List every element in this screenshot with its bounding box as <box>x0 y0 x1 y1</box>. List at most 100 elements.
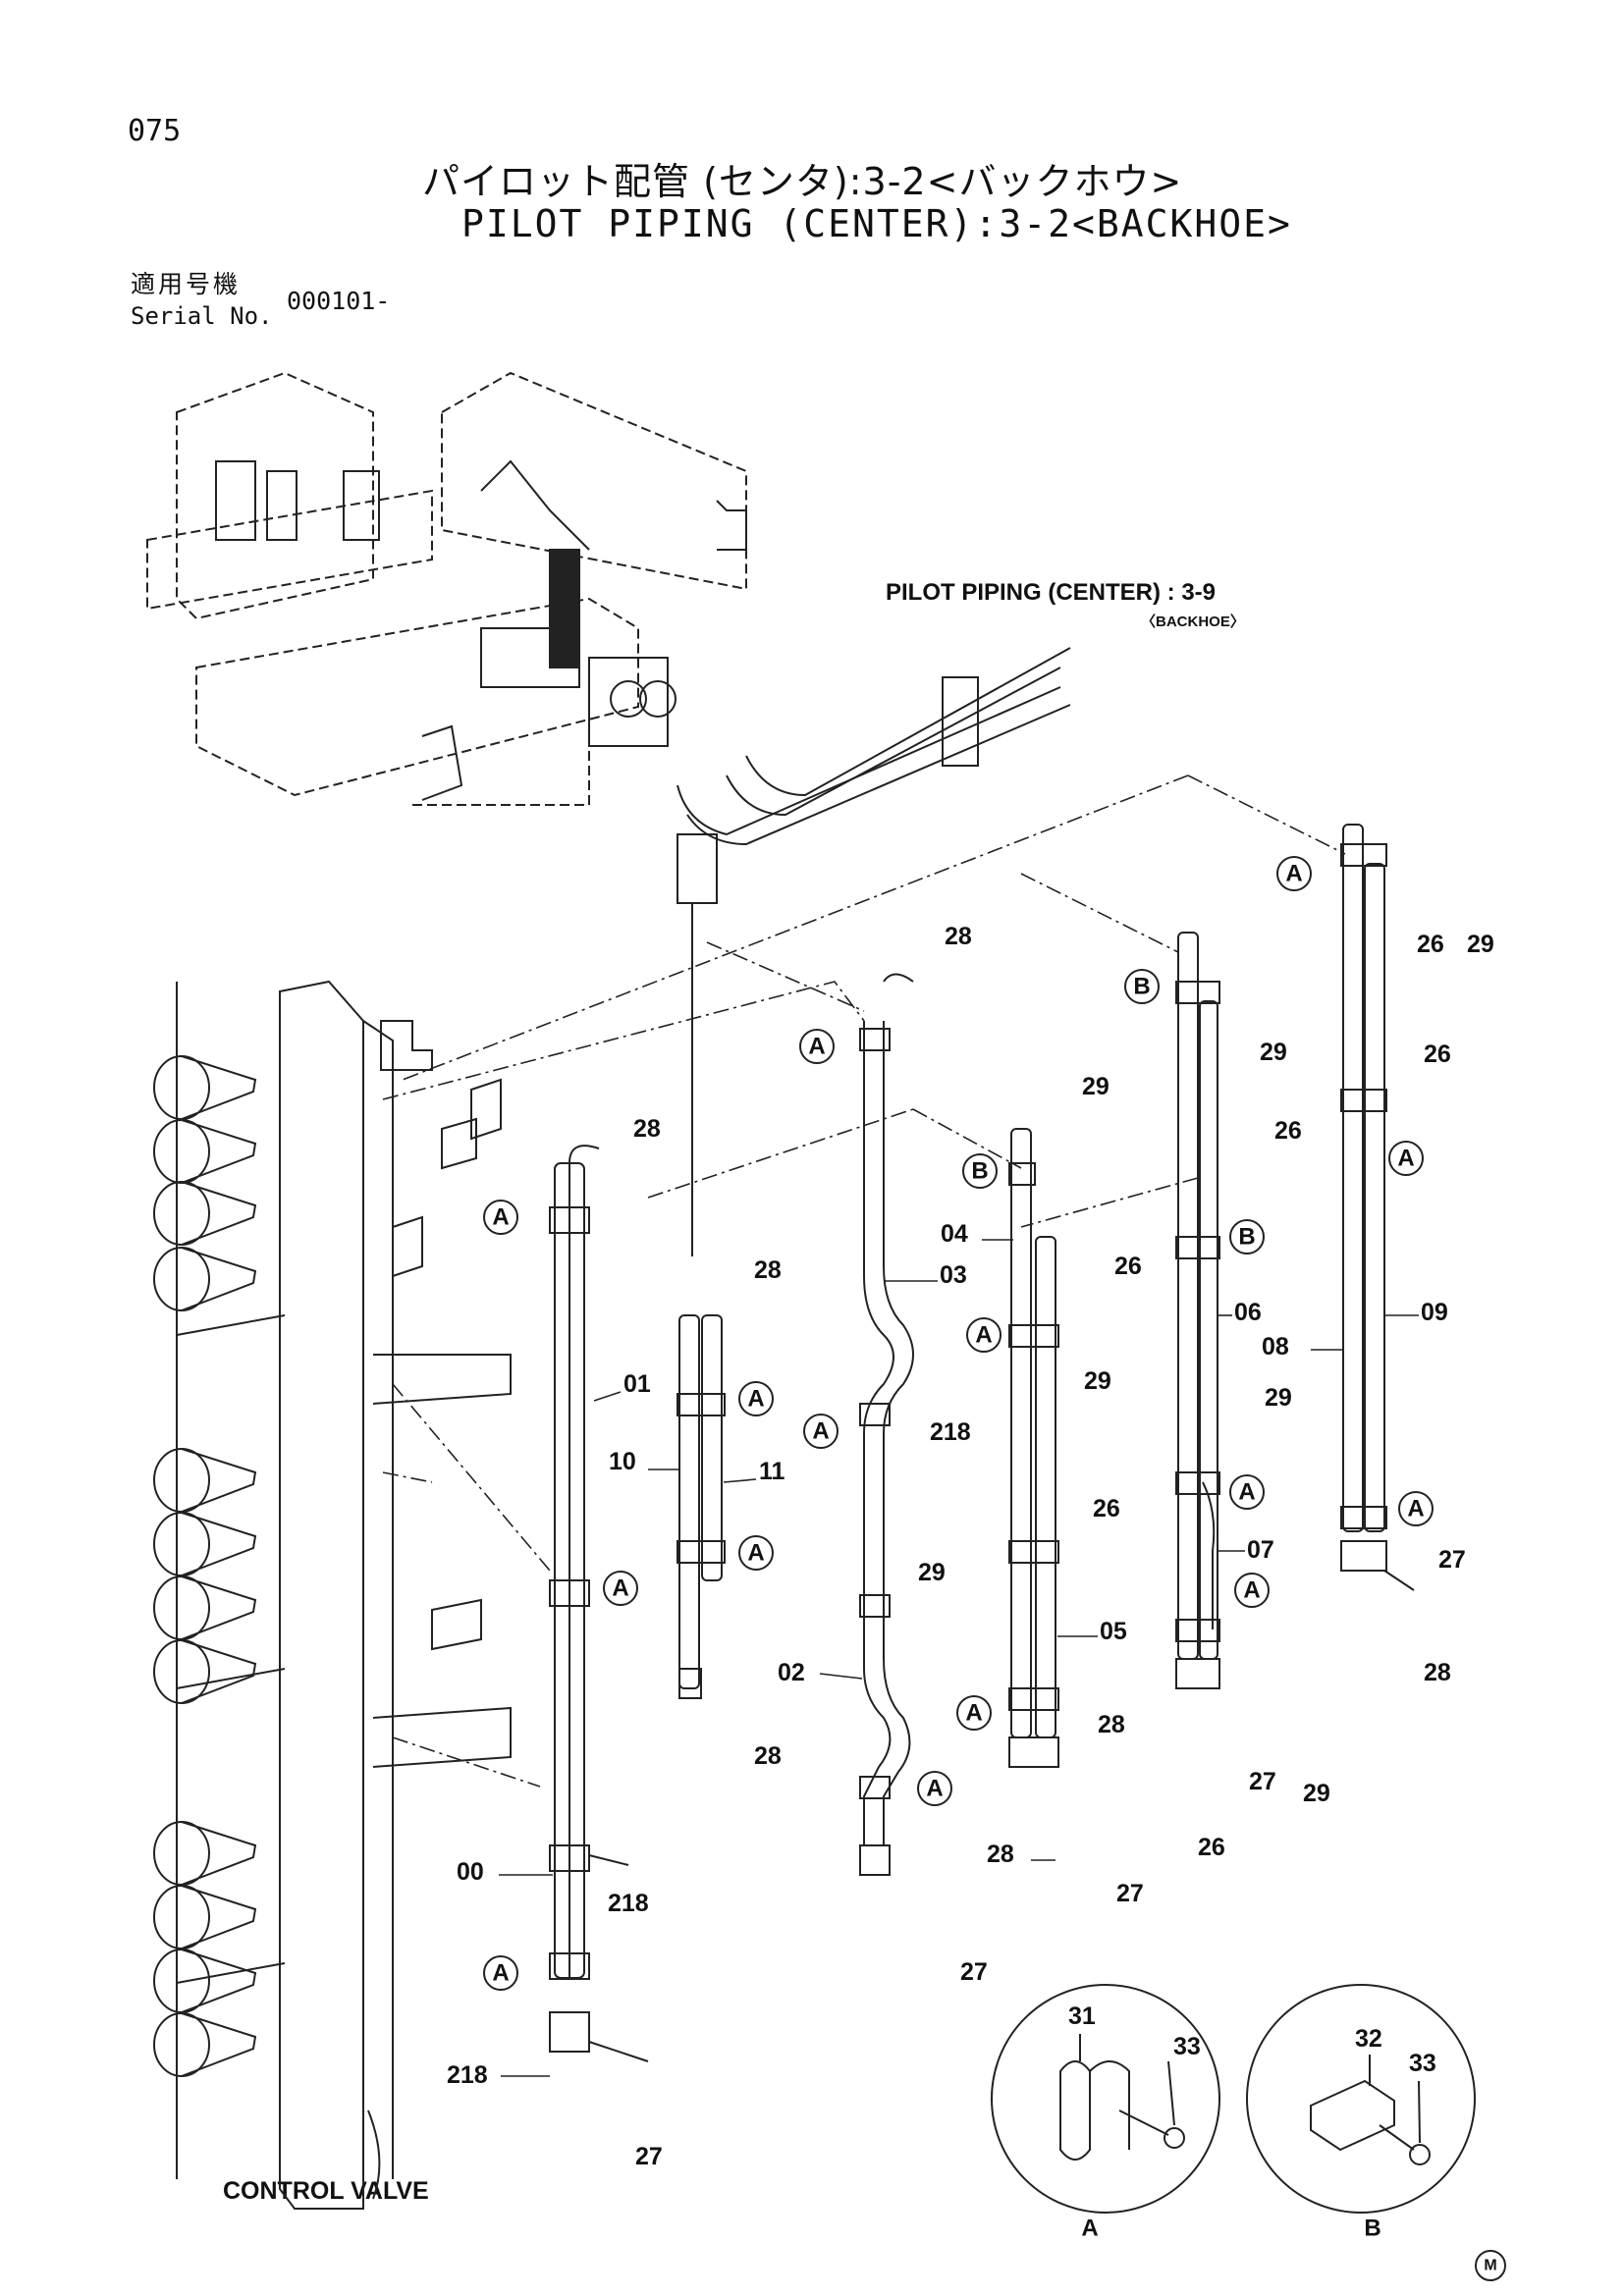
ref-A-marker: A <box>738 1535 774 1571</box>
callout-08: 08 <box>1262 1333 1289 1361</box>
callout-11: 11 <box>759 1458 785 1485</box>
ref-A-marker: A <box>483 1955 518 1991</box>
callout-03: 03 <box>940 1261 967 1289</box>
svg-text:B: B <box>1238 1224 1255 1251</box>
callout-26: 26 <box>1417 931 1444 958</box>
ref-A-marker: A <box>1234 1573 1270 1608</box>
callout-26: 26 <box>1093 1495 1120 1522</box>
control-valve-body <box>176 980 394 2210</box>
svg-text:A: A <box>492 1204 509 1231</box>
pipe-clamp-brackets <box>372 1020 512 1768</box>
ref-A-marker: A <box>1398 1491 1434 1526</box>
page-title-english: PILOT PIPING (CENTER):3-2<BACKHOE> <box>461 202 1292 245</box>
ref-A-marker: A <box>966 1317 1001 1353</box>
reference-backhoe-subtitle: 〈BACKHOE〉 <box>1141 614 1245 630</box>
callout-07: 07 <box>1247 1536 1274 1564</box>
callout-28: 28 <box>1424 1659 1451 1686</box>
detail-view-a: A <box>991 1984 1220 2242</box>
svg-text:A: A <box>1238 1479 1255 1506</box>
svg-text:B: B <box>971 1158 988 1185</box>
pipe-02-03-assembly <box>859 973 914 1876</box>
callout-02: 02 <box>778 1659 805 1686</box>
callout-26: 26 <box>1198 1834 1225 1861</box>
pipe-04-05-assembly <box>1008 1128 1059 1768</box>
ref-A-marker: A <box>799 1029 835 1064</box>
svg-text:A: A <box>612 1575 628 1602</box>
pipe-06-07-assembly <box>1175 932 1220 1689</box>
view-reference-markers: A A A A A A A A A A A A A A A B B B <box>483 856 1434 1991</box>
callout-09: 09 <box>1421 1299 1448 1326</box>
callout-29: 29 <box>1260 1039 1287 1066</box>
ref-B-marker: B <box>1124 969 1160 1004</box>
svg-text:A: A <box>492 1960 509 1987</box>
callout-29: 29 <box>1265 1384 1292 1412</box>
machine-overview-illustration <box>146 371 747 806</box>
ref-A-marker: A <box>1388 1141 1424 1176</box>
callout-28: 28 <box>987 1841 1014 1868</box>
callout-28: 28 <box>1098 1711 1125 1738</box>
callout-27: 27 <box>635 2143 663 2170</box>
ref-B-marker: B <box>962 1153 998 1189</box>
svg-text:A: A <box>975 1322 992 1349</box>
callout-218: 218 <box>608 1890 649 1917</box>
callout-27: 27 <box>1116 1880 1144 1907</box>
svg-text:M: M <box>1484 2258 1496 2274</box>
callout-04: 04 <box>941 1220 968 1248</box>
ref-A-marker: A <box>738 1381 774 1416</box>
page-number: 075 <box>128 114 182 148</box>
callout-28: 28 <box>754 1256 782 1284</box>
pipe-10-11-assembly <box>677 1314 726 1699</box>
serial-label-japanese: 適用号機 <box>131 270 242 298</box>
svg-text:A: A <box>747 1540 764 1567</box>
ref-A-marker: A <box>917 1771 952 1806</box>
callout-27: 27 <box>1249 1768 1276 1795</box>
pipe-bundle-upstream <box>677 647 1071 1256</box>
callout-29: 29 <box>1467 931 1494 958</box>
ref-A-marker: A <box>956 1695 992 1731</box>
callout-31: 31 <box>1068 2002 1096 2030</box>
svg-text:A: A <box>747 1386 764 1413</box>
ref-A-marker: A <box>1276 856 1312 891</box>
reference-pilot-piping-3-9[interactable]: PILOT PIPING (CENTER) : 3-9 <box>886 579 1217 606</box>
callout-33: 33 <box>1409 2050 1436 2077</box>
pipe-00-01-assembly <box>549 1145 649 2062</box>
callout-00: 00 <box>457 1858 484 1886</box>
callout-33: 33 <box>1173 2033 1201 2060</box>
ref-B-marker: B <box>1229 1219 1265 1255</box>
callout-27: 27 <box>1438 1546 1466 1574</box>
callout-27: 27 <box>960 1958 988 1986</box>
callout-32: 32 <box>1355 2025 1382 2053</box>
pipe-08-09-assembly <box>1340 824 1415 1591</box>
svg-text:A: A <box>1397 1146 1414 1172</box>
callout-26: 26 <box>1114 1253 1142 1280</box>
callout-06: 06 <box>1234 1299 1262 1326</box>
leader-lines <box>382 774 1346 1788</box>
callout-29: 29 <box>1084 1367 1111 1395</box>
svg-text:B: B <box>1364 2216 1380 2242</box>
callout-29: 29 <box>918 1559 946 1586</box>
svg-text:A: A <box>808 1034 825 1060</box>
callout-29: 29 <box>1303 1780 1330 1807</box>
serial-label-english: Serial No. <box>131 302 273 330</box>
svg-text:B: B <box>1133 974 1150 1000</box>
callout-05: 05 <box>1100 1618 1127 1645</box>
callout-26: 26 <box>1424 1041 1451 1068</box>
svg-text:A: A <box>1285 861 1302 887</box>
maker-mark: M <box>1475 2250 1506 2281</box>
callout-01: 01 <box>623 1370 651 1398</box>
svg-text:A: A <box>1081 2216 1098 2242</box>
callout-218: 218 <box>930 1418 971 1446</box>
callout-26: 26 <box>1274 1117 1302 1145</box>
valve-spool-caps <box>153 1055 257 2077</box>
page-title-japanese: パイロット配管 (センタ):3-2<バックホウ> <box>422 160 1183 203</box>
callout-leaders <box>499 1239 1419 2077</box>
svg-text:A: A <box>812 1418 829 1445</box>
svg-text:A: A <box>1243 1577 1260 1604</box>
serial-number-value: 000101- <box>287 287 391 315</box>
callout-28: 28 <box>945 923 972 950</box>
detail-view-b: B <box>1246 1984 1476 2242</box>
control-valve-label: CONTROL VALVE <box>223 2177 429 2205</box>
ref-A-marker: A <box>603 1571 638 1606</box>
